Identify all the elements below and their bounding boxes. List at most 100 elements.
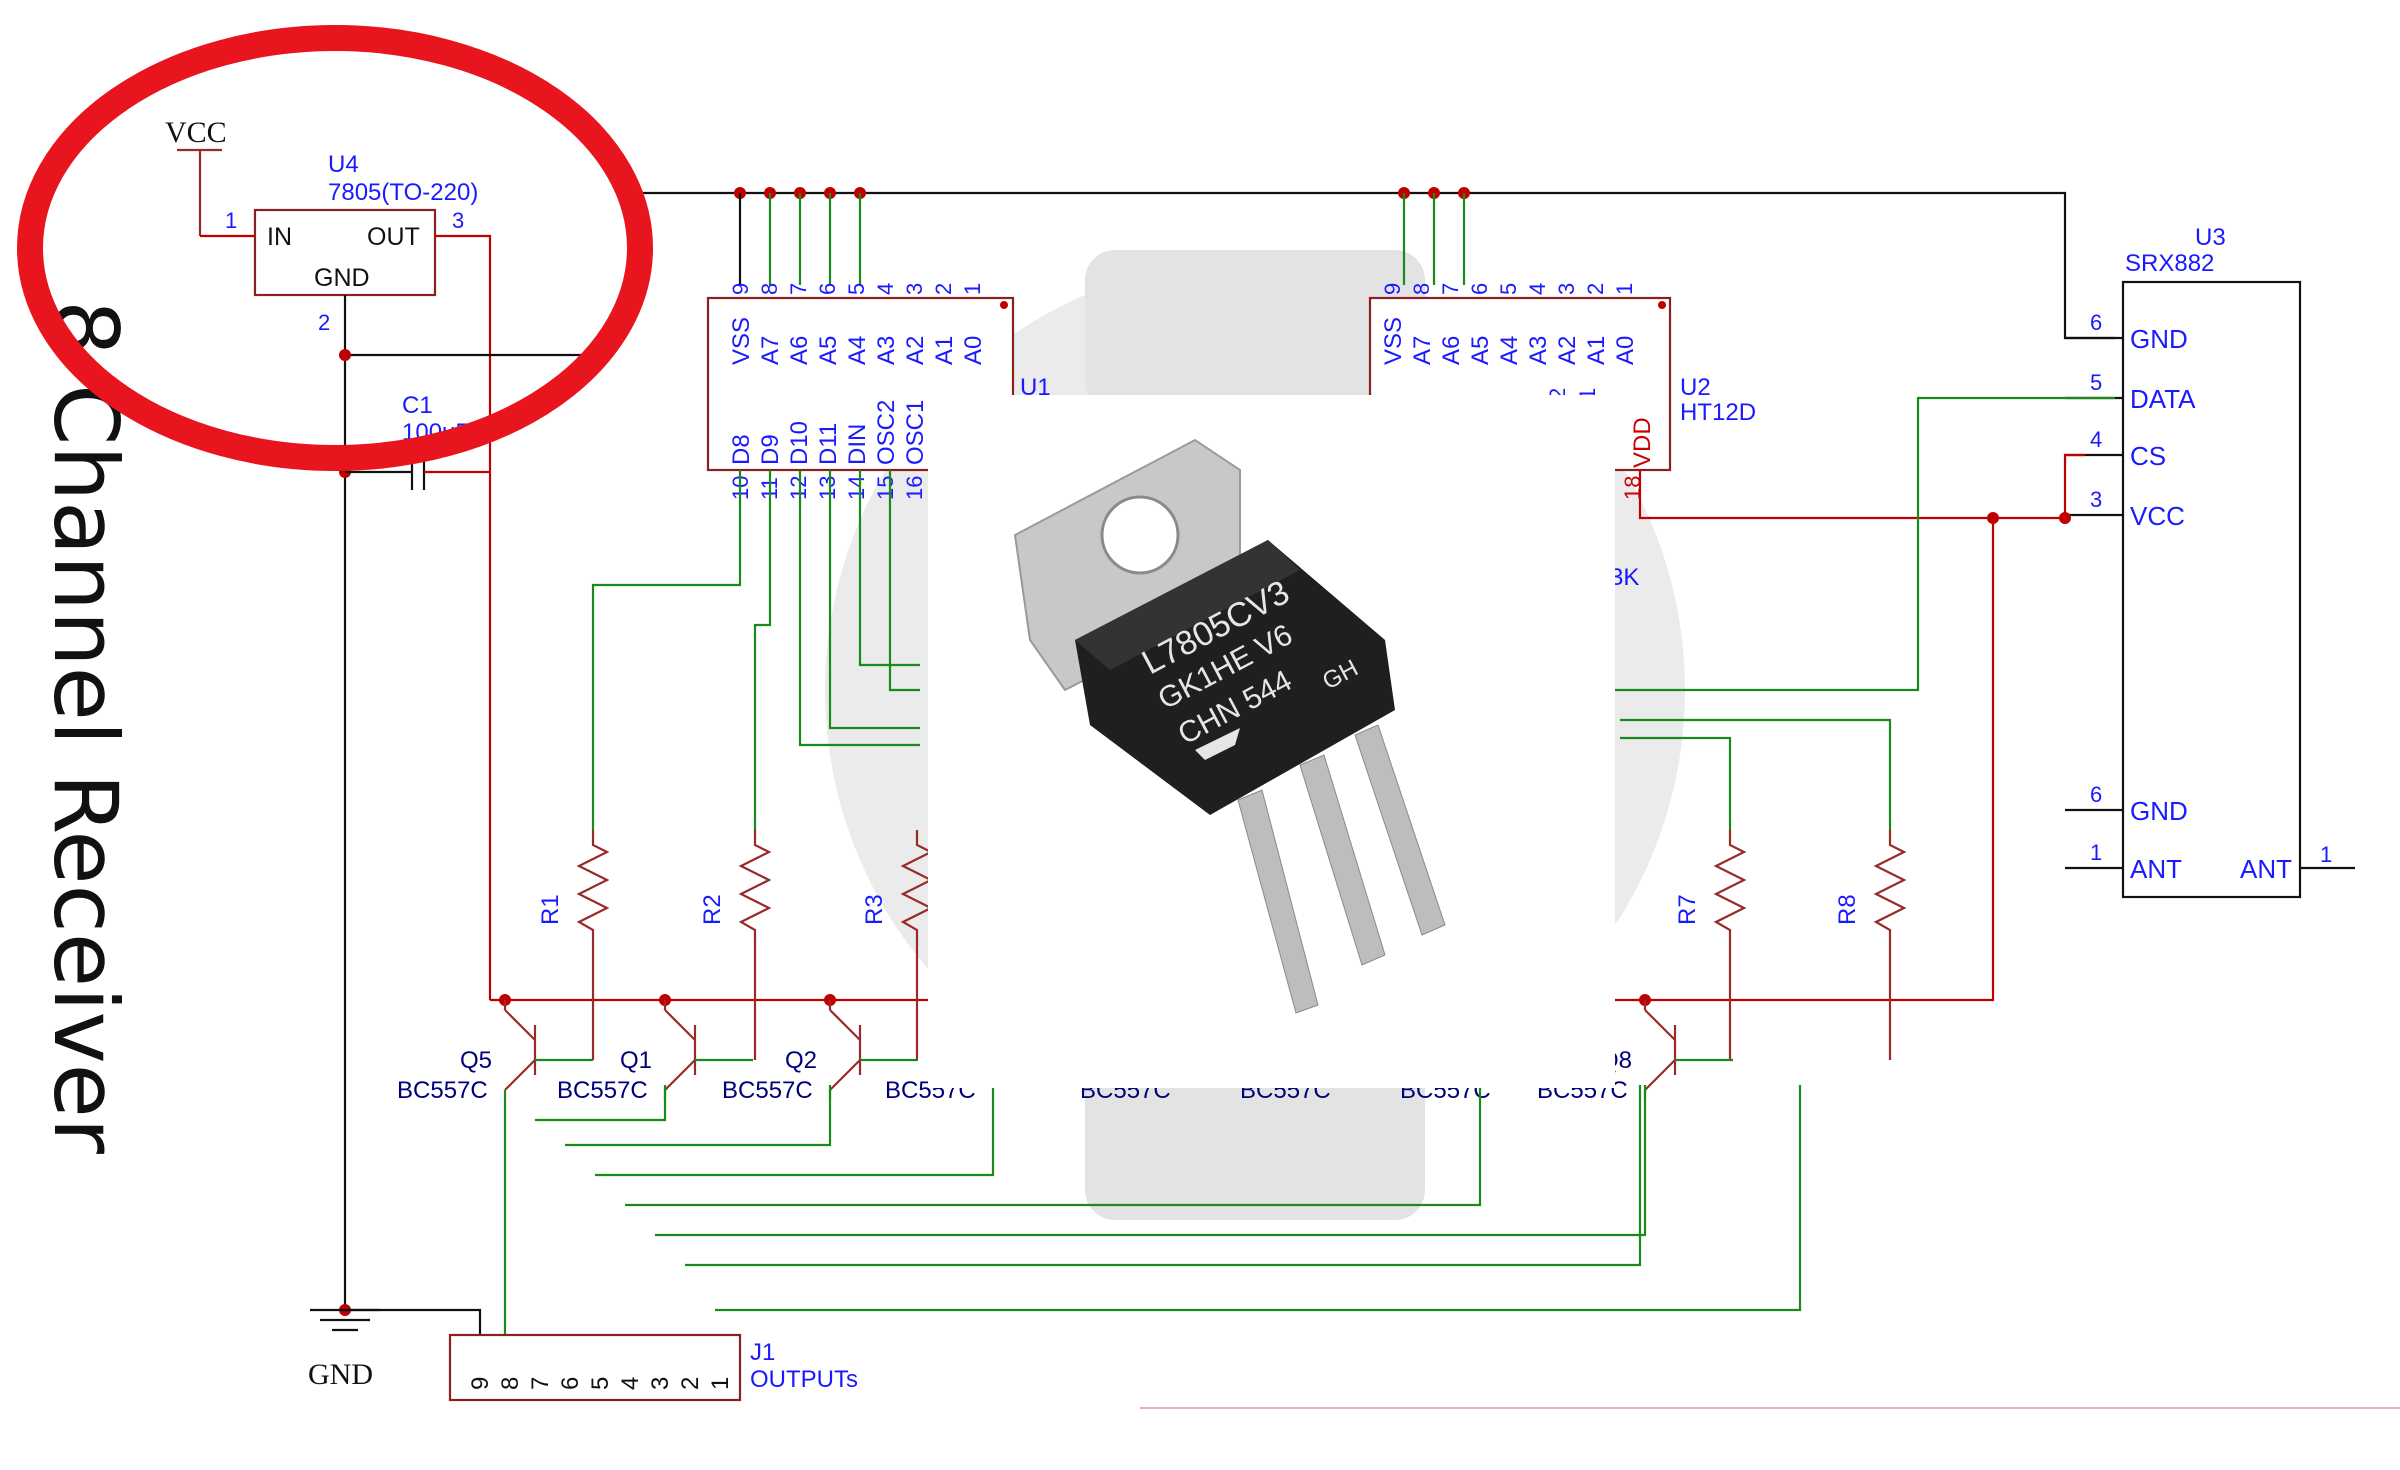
transistor-ref: Q1 [620, 1047, 652, 1074]
u1-pin-label: A5 [815, 336, 842, 365]
j1-pin-num: 9 [467, 1377, 494, 1390]
u1-pin-label: D10 [786, 421, 813, 465]
u4-regulator: VCC 1 IN OUT GND U4 7805(TO-220) 3 2 [165, 116, 492, 1000]
resistor-zigzag [900, 830, 934, 1060]
u1-pin-label: A7 [757, 336, 784, 365]
svg-text:VDD: VDD [1629, 417, 1656, 468]
resistor-ref: R3 [861, 894, 888, 925]
u1-pin-num: 13 [815, 476, 840, 500]
transistor-emitter [664, 1009, 696, 1041]
transistor-ref: Q5 [460, 1047, 492, 1074]
j1-pin-num: 3 [647, 1377, 674, 1390]
u2-pin-label: A6 [1438, 336, 1465, 365]
gnd-label: GND [308, 1358, 373, 1391]
u2-pin-label: A4 [1496, 336, 1523, 365]
u2-pin-num: 9 [1380, 283, 1405, 295]
u2-pin-label: A3 [1525, 336, 1552, 365]
j1-body [448, 1333, 742, 1402]
resistor-ref: R1 [537, 894, 564, 925]
resistor-ref: R2 [699, 894, 726, 925]
u1-pin-num: 9 [728, 283, 753, 295]
u2-pin-num: 7 [1438, 283, 1463, 295]
u1-pin-num: 15 [873, 476, 898, 500]
u1-pin-num: 4 [873, 283, 898, 295]
u1-pin-label: A1 [931, 336, 958, 365]
u2-pin-num: 1 [1612, 283, 1637, 295]
transistor-value: BC557C [397, 1077, 488, 1104]
u1-pin-num: 8 [757, 283, 782, 295]
regulator-photo: L7805CV3 GK1HE V6 CHN 544 GH [928, 395, 1615, 1088]
u1-pin-label: D11 [815, 423, 842, 465]
u1-pin-num: 7 [786, 283, 811, 295]
u1-pin-num: 2 [931, 283, 956, 295]
j1-pin-num: 7 [527, 1377, 554, 1390]
svg-text:1: 1 [2320, 842, 2332, 867]
u2-pin-label: A1 [1583, 336, 1610, 365]
u3-pin-label: CS [2130, 441, 2166, 471]
u3-pin-label: ANT [2130, 854, 2182, 884]
resistor-ref: R8 [1834, 894, 1861, 925]
u1-pin-num: 1 [960, 283, 985, 295]
transistor-collector [1644, 1059, 1676, 1091]
resistor-zigzag [1713, 830, 1747, 1060]
u2-pin-label: VSS [1380, 317, 1407, 365]
u1-pin-label: A6 [786, 336, 813, 365]
u3-pin-num: 4 [2090, 427, 2102, 452]
svg-text:3: 3 [452, 208, 464, 233]
svg-text:U3: U3 [2195, 224, 2226, 251]
u2-pin-label: A5 [1467, 336, 1494, 365]
u1-pin-label: A0 [960, 336, 987, 365]
u1-pin-label: VSS [728, 317, 755, 365]
transistor-value: BC557C [557, 1077, 648, 1104]
u1-pin-num: 3 [902, 283, 927, 295]
j1-pin-num: 6 [557, 1377, 584, 1390]
resistor-ref: R7 [1674, 894, 1701, 925]
svg-text:18: 18 [1620, 476, 1645, 500]
gnd-symbol: GND [308, 1308, 482, 1391]
u2-pin-label: A0 [1612, 336, 1639, 365]
j1-pin-num: 8 [497, 1377, 524, 1390]
u3-pin-num: 5 [2090, 370, 2102, 395]
svg-text:SRX882: SRX882 [2125, 250, 2214, 277]
resistor-zigzag [1873, 830, 1907, 1060]
svg-text:J1: J1 [750, 1339, 775, 1366]
u3-pin-num: 6 [2090, 782, 2102, 807]
u3-pin-num: 1 [2090, 840, 2102, 865]
u1-pin-label: OSC1 [902, 400, 929, 465]
svg-text:C1: C1 [402, 392, 433, 419]
svg-text:OUTPUTs: OUTPUTs [750, 1366, 858, 1393]
j1-pin-num: 2 [677, 1377, 704, 1390]
u1-pin-label: D9 [757, 434, 784, 465]
u2-value: HT12D [1680, 399, 1756, 426]
u2-ref: U2 [1680, 374, 1711, 401]
transistor-collector [829, 1059, 861, 1091]
svg-text:OUT: OUT [367, 223, 420, 251]
u4-body [253, 208, 437, 297]
u1-pin-label: OSC2 [873, 400, 900, 465]
j1-pin-num: 5 [587, 1377, 614, 1390]
st-logo-icon [1195, 728, 1240, 760]
svg-text:ANT: ANT [2240, 854, 2292, 884]
u2-pin-num: 5 [1496, 283, 1521, 295]
u1-pin-num: 14 [844, 476, 869, 500]
u1-pin-label: D8 [728, 434, 755, 465]
j1-pin-num: 1 [707, 1377, 734, 1390]
svg-text:2: 2 [318, 310, 330, 335]
svg-text:1: 1 [225, 208, 237, 233]
u4-value: 7805(TO-220) [328, 179, 478, 206]
u1-pin-num: 6 [815, 283, 840, 295]
u3-pin-label: GND [2130, 796, 2188, 826]
transistor-emitter [504, 1009, 536, 1041]
transistor-emitter [829, 1009, 861, 1041]
u1-pin-num: 5 [844, 283, 869, 295]
u2-pin-num: 2 [1583, 283, 1608, 295]
highlight-ring [17, 25, 653, 471]
u1-pin-num: 16 [902, 476, 927, 500]
u1-pin-label: DIN [844, 424, 871, 465]
u3-pin-num: 6 [2090, 310, 2102, 335]
j1-pin-num: 4 [617, 1377, 644, 1390]
u3-pin-label: GND [2130, 324, 2188, 354]
diagram-title: 8 Channel Receiver [34, 300, 137, 1155]
